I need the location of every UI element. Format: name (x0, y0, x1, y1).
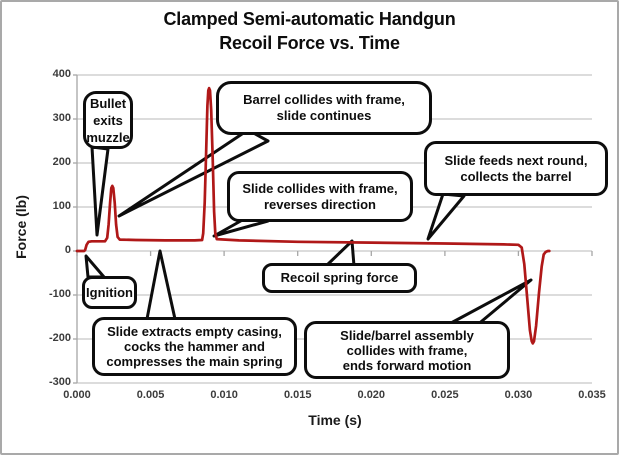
y-tick-label: 100 (52, 200, 71, 212)
callout-recoil-spring: Recoil spring force (262, 263, 417, 293)
y-axis-title: Force (lb) (13, 195, 29, 259)
x-axis-title: Time (s) (308, 412, 362, 428)
x-tick-label: 0.020 (357, 389, 386, 401)
x-tick-label: 0.025 (431, 389, 459, 401)
x-tick-label: 0.005 (136, 389, 165, 401)
callout-text: collects the barrel (460, 168, 572, 184)
callout-tail-bullet-exits (90, 145, 110, 237)
callout-text: exits (93, 112, 123, 128)
callout-text: Bullet (89, 95, 127, 111)
callout-tail-slide-feeds (426, 192, 466, 241)
callout-text: muzzle (86, 129, 130, 145)
callout-text: Barrel collides with frame, (243, 92, 405, 107)
callout-text: ends forward motion (342, 357, 472, 373)
callout-ignition: Ignition (82, 276, 137, 309)
callout-text: cocks the hammer and (124, 339, 265, 354)
axes (73, 74, 593, 384)
callout-text: slide continues (276, 108, 372, 123)
callout-slide-extracts: Slide extracts empty casing, cocks the h… (92, 317, 297, 376)
chart-title-line2: Recoil Force vs. Time (219, 33, 400, 53)
callout-text: reverses direction (263, 196, 376, 212)
y-tick-label: 400 (52, 68, 71, 80)
callout-tail-slide-extracts (145, 249, 177, 321)
callout-text: Slide feeds next round, (444, 152, 588, 168)
callout-text: compresses the main spring (106, 354, 283, 369)
x-tick-label: 0.000 (63, 389, 91, 401)
y-tick-label: 0 (64, 244, 71, 256)
callout-tail-barrel-collides (117, 128, 270, 218)
recoil-force-curve (75, 86, 551, 345)
callout-tails (84, 128, 533, 333)
callout-slide-barrel: Slide/barrel assembly collides with fram… (304, 321, 510, 379)
chart-title-line1: Clamped Semi-automatic Handgun (163, 9, 456, 29)
callout-text: Slide extracts empty casing, (107, 324, 282, 339)
callout-slide-collides: Slide collides with frame, reverses dire… (227, 171, 413, 222)
x-tick-label: 0.035 (578, 389, 606, 401)
callout-barrel-collides: Barrel collides with frame, slide contin… (216, 81, 432, 135)
y-tick-label: 200 (52, 156, 71, 168)
y-tick-label: -200 (48, 332, 71, 344)
x-tick-label: 0.010 (210, 389, 238, 401)
callout-slide-feeds: Slide feeds next round, collects the bar… (424, 141, 608, 196)
y-tick-label: 300 (52, 112, 71, 124)
callout-bullet-exits: Bullet exits muzzle (83, 91, 133, 149)
x-tick-label: 0.015 (283, 389, 312, 401)
callout-text: Recoil spring force (280, 270, 399, 285)
callout-tail-ignition (84, 254, 106, 279)
y-tick-label: -100 (48, 288, 71, 300)
x-tick-label: 0.030 (504, 389, 533, 401)
callout-text: Ignition (86, 284, 133, 300)
callout-text: Slide collides with frame, (242, 180, 398, 196)
y-tick-label: -300 (48, 376, 71, 388)
callout-text: collides with frame, (346, 342, 468, 358)
callout-text: Slide/barrel assembly (340, 327, 474, 343)
